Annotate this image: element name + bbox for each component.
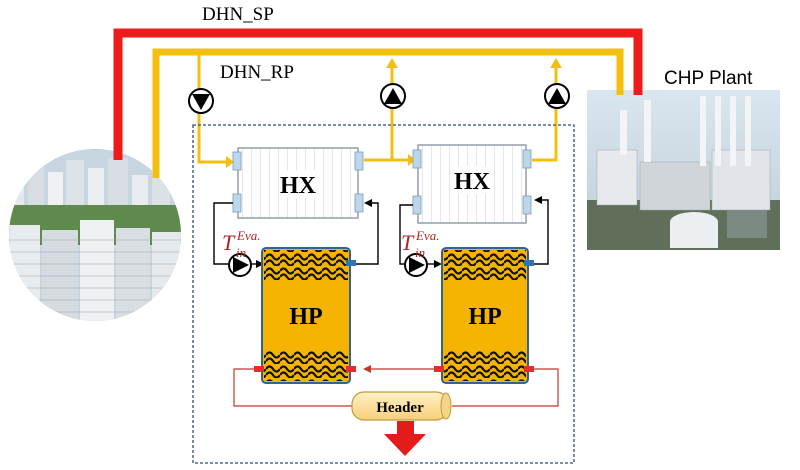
heat-pump-left — [254, 247, 356, 384]
heat-pump-station-boundary — [192, 124, 575, 464]
header-vessel — [351, 391, 452, 421]
supply-pipe — [113, 28, 643, 160]
pump-icon — [188, 88, 214, 114]
temp-superscript: Eva. — [236, 228, 260, 243]
temp-superscript: Eva. — [415, 228, 439, 243]
evaporator-inlet-temp-left: T Eva. in — [222, 228, 260, 260]
temp-symbol: T — [401, 230, 415, 255]
temp-symbol: T — [222, 230, 236, 255]
chp-plant-photo — [587, 90, 780, 250]
hx-right-label: HX — [454, 169, 491, 195]
return-branch-right — [532, 58, 562, 162]
heat-exchanger-left — [232, 147, 364, 219]
supply-pipe-label: DHN_SP — [202, 4, 274, 25]
evaporator-inlet-temp-right: T Eva. in — [401, 228, 439, 260]
outlet-arrow-icon — [384, 421, 426, 456]
chp-plant-label: CHP Plant — [664, 68, 753, 89]
heat-exchanger-right — [412, 144, 532, 224]
pump-icon — [544, 83, 570, 109]
return-pipe — [152, 48, 624, 178]
apartment-district-photo — [9, 149, 181, 321]
temp-subscript: in — [415, 245, 425, 260]
evaporator-circuit-left — [213, 199, 379, 268]
evaporator-circuit-right — [399, 196, 549, 268]
hp-left-label: HP — [289, 304, 322, 330]
condenser-circuit — [233, 365, 559, 407]
pump-icon — [380, 83, 406, 109]
pump-icon — [228, 253, 252, 277]
heat-pump-right — [434, 247, 534, 384]
hp-right-label: HP — [468, 304, 501, 330]
return-branch-mid — [364, 58, 416, 166]
return-pipe-label: DHN_RP — [220, 62, 294, 83]
temp-subscript: in — [236, 245, 246, 260]
hx-left-label: HX — [280, 173, 317, 199]
header-label: Header — [376, 400, 424, 416]
pump-icon — [404, 253, 428, 277]
